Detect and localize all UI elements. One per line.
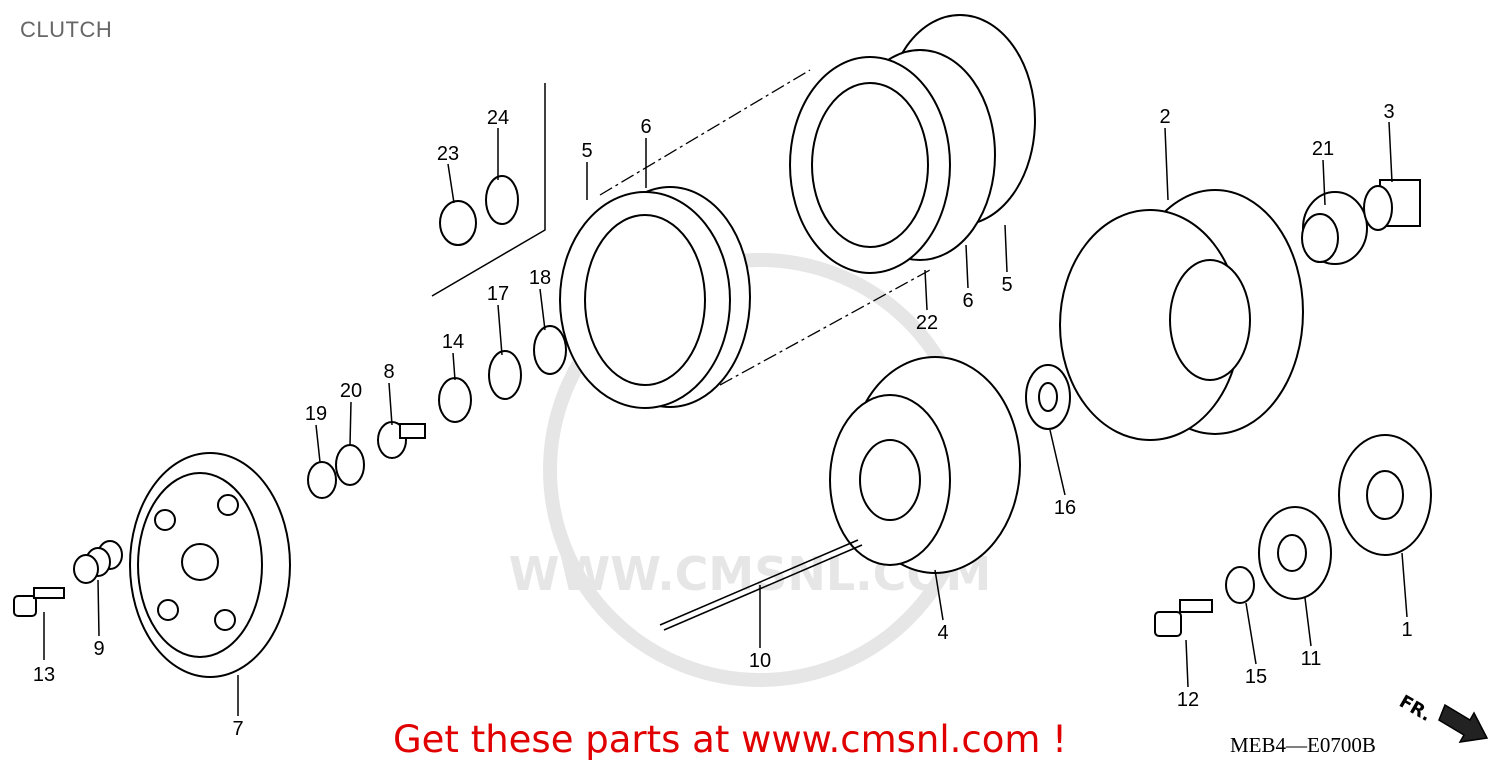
part-lock-washer-24[interactable] [485,175,519,225]
part-bolt-12[interactable] [1154,599,1213,637]
callout-6b: 6 [962,290,973,312]
part-clutch-plates-rear[interactable] [789,14,1036,274]
part-gear-1[interactable] [1338,434,1432,556]
callout-16: 16 [1054,497,1076,519]
part-lock-nut-14[interactable] [438,377,472,423]
callout-13: 13 [33,664,55,686]
callout-12: 12 [1177,689,1199,711]
callout-14: 14 [442,331,464,353]
part-lock-washer-17[interactable] [488,350,522,400]
part-clutch-plates-front[interactable] [559,186,751,409]
part-bolt-13[interactable] [13,587,65,617]
callout-5: 5 [581,140,592,162]
part-washer-15[interactable] [1225,566,1255,604]
callout-2: 2 [1159,106,1170,128]
part-collar-3[interactable] [1363,179,1421,231]
front-arrow-icon [1438,703,1489,743]
part-thrust-washer-16[interactable] [1025,364,1071,430]
callout-4: 4 [937,622,948,644]
group-bracket [431,83,546,297]
diagram-code: MEB4—E0700B [1230,733,1376,757]
part-lifter-piece-8[interactable] [377,421,426,459]
front-direction-marker: FR. [1396,691,1489,743]
callout-11: 11 [1301,648,1322,670]
callout-23: 23 [437,143,459,165]
callout-22: 22 [916,312,938,334]
callout-19: 19 [305,403,327,425]
page-title: CLUTCH [20,17,113,42]
part-pressure-plate[interactable] [129,452,291,678]
front-label: FR. [1396,691,1435,726]
part-washer-18[interactable] [533,325,567,375]
callout-10: 10 [749,650,771,672]
callout-18: 18 [529,267,551,289]
part-spring[interactable] [73,540,123,584]
part-lifter-rod[interactable] [659,539,863,631]
callout-9: 9 [93,638,104,660]
callout-8: 8 [383,361,394,383]
callout-7: 7 [232,718,243,740]
part-washer-23[interactable] [439,200,477,246]
part-gear-11[interactable] [1258,506,1332,600]
callout-24: 24 [487,107,509,129]
callout-5b: 5 [1001,274,1012,296]
callout-1: 1 [1401,619,1412,641]
callout-15: 15 [1245,666,1267,688]
leader-lines [43,121,1408,716]
footer-promo-text: Get these parts at www.cmsnl.com ! [393,718,1068,761]
callouts: 24 23 5 6 2 3 21 18 17 14 8 20 19 22 6 5… [33,101,1413,740]
callout-20: 20 [340,380,362,402]
part-washer-19[interactable] [307,461,337,499]
callout-17: 17 [487,283,509,305]
assembly-guide-lines [599,69,931,386]
callout-21: 21 [1312,138,1334,160]
callout-6: 6 [640,116,651,138]
part-clutch-center[interactable] [829,356,1021,574]
part-bearing-20[interactable] [335,444,365,486]
part-needle-bearing-21[interactable] [1301,191,1368,265]
part-clutch-outer[interactable] [1059,189,1304,441]
callout-3: 3 [1383,101,1394,123]
